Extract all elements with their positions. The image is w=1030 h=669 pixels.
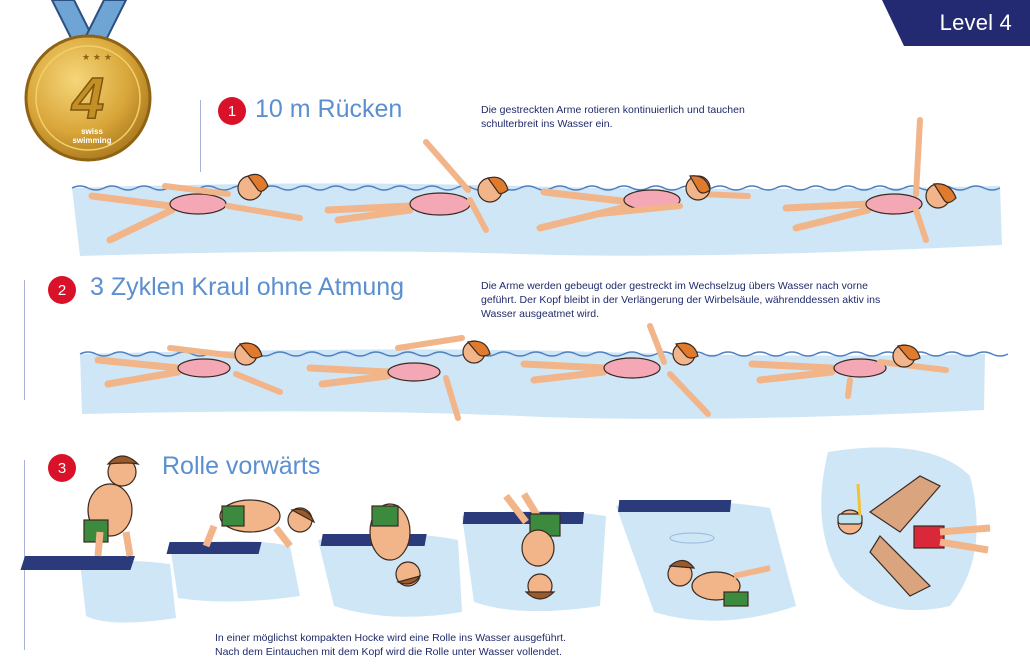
section-3-description-line: In einer möglichst kompakten Hocke wird …	[215, 632, 566, 644]
section-2-description-line: geführt. Der Kopf bleibt in der Verlänge…	[481, 294, 881, 306]
section-3-description: In einer möglichst kompakten Hocke wird …	[215, 631, 566, 659]
section-1-description-line: schulterbreit ins Wasser ein.	[481, 118, 613, 130]
section-2-divider	[24, 280, 25, 400]
swimmer-figure	[324, 139, 509, 233]
boy-figure	[667, 532, 771, 607]
boy-figure	[503, 492, 561, 600]
section-3-description-line: Nach dem Eintauchen mit dem Kopf wird di…	[215, 646, 562, 658]
boy-figure	[202, 499, 316, 549]
level-label: Level 4	[939, 10, 1012, 35]
front-crawl-illustration	[79, 323, 1009, 421]
medal-brand-line2: swimming	[72, 136, 111, 145]
section-1-description: Die gestreckten Arme rotieren kontinuier…	[481, 103, 745, 131]
gold-medal-icon: ★ ★ ★ 4 swiss swimming	[24, 0, 152, 162]
section-3-number: 3	[48, 454, 76, 482]
swimmer-figure	[536, 175, 751, 232]
snorkel-diver-figure	[837, 475, 991, 597]
swimmer-figure	[748, 344, 949, 399]
forward-roll-illustration	[20, 447, 991, 623]
medal-brand-line1: swiss	[81, 127, 103, 136]
section-1-description-line: Die gestreckten Arme rotieren kontinuier…	[481, 104, 745, 116]
section-1-number: 1	[218, 97, 246, 125]
section-2-number: 2	[48, 276, 76, 304]
section-2-description-line: Die Arme werden gebeugt oder gestreckt i…	[481, 280, 868, 292]
swimmer-figure	[306, 335, 491, 421]
section-1-title: 10 m Rücken	[255, 95, 403, 123]
swimmer-figure	[88, 173, 303, 244]
backstroke-illustration	[71, 117, 1002, 256]
swimmer-figure	[520, 323, 711, 417]
boy-figure	[369, 503, 422, 587]
svg-text:★ ★ ★: ★ ★ ★	[82, 53, 112, 63]
level-badge: Level 4	[882, 0, 1030, 46]
swimmer-figure	[782, 117, 957, 243]
section-1-divider	[200, 100, 201, 172]
medal-number: 4	[71, 66, 104, 131]
section-3-title: Rolle vorwärts	[162, 452, 321, 480]
swimmer-figure	[94, 342, 283, 395]
section-2-title: 3 Zyklen Kraul ohne Atmung	[90, 273, 405, 301]
section-2-description-line: Wasser ausgeatmet wird.	[481, 308, 600, 320]
section-3-divider	[24, 460, 25, 650]
boy-figure	[83, 455, 140, 557]
section-2-description: Die Arme werden gebeugt oder gestreckt i…	[481, 279, 880, 321]
